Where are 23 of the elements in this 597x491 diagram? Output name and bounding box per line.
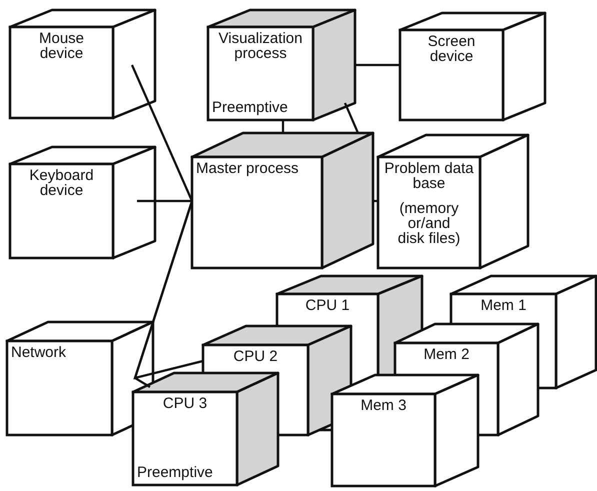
cube-label: Visualization process bbox=[218, 31, 304, 61]
mode-label: Preemptive bbox=[212, 100, 288, 115]
connector-line bbox=[344, 102, 359, 134]
cube-label: CPU 1 bbox=[305, 298, 350, 313]
cube-label: Mem 2 bbox=[424, 347, 470, 362]
cube-label: Mouse device bbox=[38, 31, 86, 61]
cube-label: Mem 3 bbox=[360, 398, 406, 413]
mode-label: Preemptive bbox=[137, 465, 213, 480]
cube-label: Mem 1 bbox=[480, 298, 526, 313]
connector-line bbox=[134, 200, 194, 388]
cube-label: Problem data base bbox=[383, 161, 475, 191]
cube-label: Network bbox=[11, 345, 66, 360]
cube-note: (memory or/and disk files) bbox=[396, 201, 462, 246]
connector-line bbox=[282, 120, 284, 133]
connector-line bbox=[131, 64, 193, 202]
cube-label: Screen device bbox=[426, 34, 476, 64]
cube-label: Master process bbox=[196, 161, 299, 176]
connector-line bbox=[373, 200, 378, 202]
cube-label: CPU 2 bbox=[233, 349, 278, 364]
cube-label: CPU 3 bbox=[162, 396, 208, 411]
connector-line bbox=[137, 200, 192, 202]
connector-line bbox=[355, 64, 400, 66]
cube-label: Keyboard device bbox=[28, 168, 95, 198]
